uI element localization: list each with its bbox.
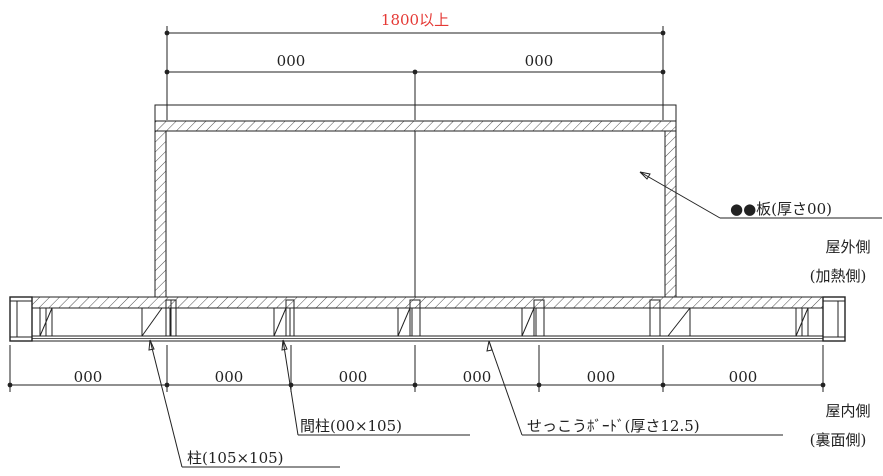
gypsum-leader: せっこうﾎﾞｰﾄﾞ(厚さ12.5) [486, 340, 783, 436]
right-board [664, 130, 677, 298]
post-left [39, 307, 53, 337]
stud-1 [141, 299, 177, 337]
indoor-label: 屋内側 [825, 402, 870, 420]
bottom-dimension-3: 000 [339, 368, 368, 386]
overall-dimension: 1800以上 [164, 11, 666, 120]
end-channel-left [9, 296, 33, 342]
gypsum-label: せっこうﾎﾞｰﾄﾞ(厚さ12.5) [527, 417, 700, 435]
board-leader: ●●板(厚さ00) [639, 171, 882, 219]
board-label: ●●板(厚さ00) [730, 200, 832, 218]
stud-label: 間柱(00×105) [300, 417, 402, 435]
end-channel-right [822, 296, 846, 342]
wall-assembly [9, 296, 846, 342]
outdoor-label: 屋外側 [825, 238, 870, 256]
stud-4 [521, 299, 545, 337]
bottom-dimension-1: 000 [74, 368, 103, 386]
post-leader: 柱(105×105) [148, 339, 340, 468]
stud-2 [273, 299, 295, 337]
bottom-dimension-4: 000 [463, 368, 492, 386]
post-right [795, 307, 809, 337]
left-board [154, 130, 167, 298]
top-board [154, 120, 677, 132]
stud-5 [649, 299, 691, 337]
bottom-dimension-5: 000 [587, 368, 616, 386]
stud-leader: 間柱(00×105) [281, 339, 470, 436]
post-label: 柱(105×105) [187, 449, 284, 467]
outer-board [31, 296, 824, 309]
specimen-board [154, 104, 677, 298]
bottom-dimension-6: 000 [729, 368, 758, 386]
stud-3 [397, 299, 421, 337]
outdoor-sub-label: (加熱側) [810, 267, 867, 285]
top-dimension-right: 000 [525, 52, 554, 70]
top-dimensions: 000 000 [164, 52, 666, 120]
top-dimension-left: 000 [277, 52, 306, 70]
bottom-dimension-2: 000 [215, 368, 244, 386]
overall-dimension-text: 1800以上 [381, 11, 449, 29]
indoor-sub-label: (裏面側) [810, 431, 867, 449]
bottom-dimensions: 000 000 000 000 000 000 [7, 345, 826, 392]
